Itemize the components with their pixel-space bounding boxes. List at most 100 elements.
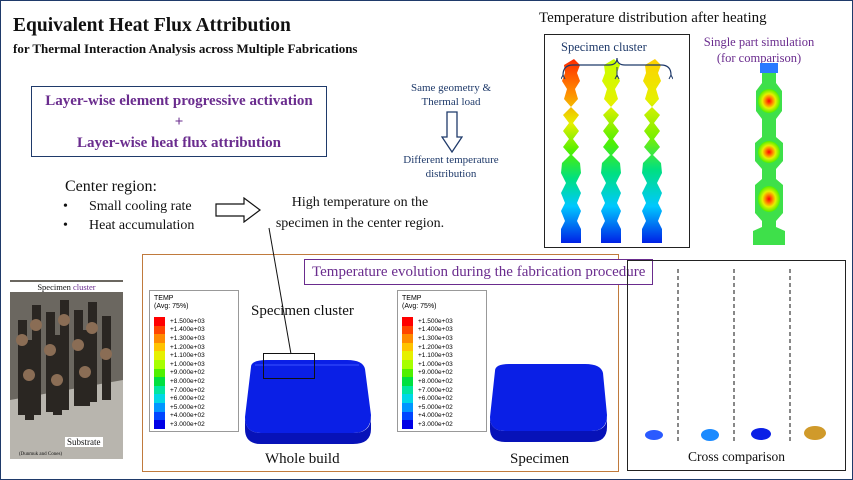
- cluster-brace-icon: [561, 57, 673, 80]
- single-part-line2: (for comparison): [716, 51, 802, 65]
- legend-swatch: [154, 342, 165, 352]
- same-geometry-line1: Same geometry &: [410, 82, 492, 94]
- photo-credit: (Dunmuk and Cones): [19, 452, 63, 457]
- substrate-label: Substrate: [65, 437, 103, 447]
- legend-entry: +3.000e+02: [154, 420, 205, 429]
- legend-swatch: [402, 342, 413, 352]
- legend-value: +9.000e+02: [170, 369, 205, 377]
- different-temperature-line2: distribution: [425, 168, 477, 180]
- legend-swatch: [402, 420, 413, 429]
- evolution-panel: [142, 254, 619, 472]
- legend-entry: +1.300e+03: [154, 334, 205, 343]
- legend-swatch: [402, 325, 413, 335]
- down-arrow-icon: [441, 111, 463, 153]
- legend-swatch: [154, 360, 165, 369]
- bullet-dot: •: [63, 199, 68, 214]
- legend-entry: +1.400e+03: [154, 325, 205, 335]
- legend-entry: +7.000e+02: [154, 385, 205, 395]
- legend-swatch: [402, 394, 413, 403]
- specimen-cluster-photo: [10, 280, 123, 459]
- legend-title-line1: TEMP: [154, 295, 174, 302]
- legend-entry: +1.500e+03: [402, 317, 453, 326]
- legend-entry: +5.000e+02: [402, 403, 453, 412]
- method-line-activation: Layer-wise element progressive activatio…: [45, 93, 313, 109]
- legend-value: +1.000e+03: [170, 360, 205, 368]
- legend-value: +1.400e+03: [418, 326, 453, 334]
- cross-comparison-image: [645, 269, 826, 441]
- legend-swatch: [402, 377, 413, 386]
- legend-value: +9.000e+02: [418, 369, 453, 377]
- method-box: Layer-wise element progressive activatio…: [31, 86, 327, 157]
- legend-entry: +4.000e+02: [154, 411, 205, 421]
- evolution-title: Temperature evolution during the fabrica…: [304, 259, 654, 285]
- bullet-dot: •: [63, 218, 68, 233]
- legend-entry: +7.000e+02: [402, 385, 453, 395]
- legend-entry: +3.000e+02: [402, 420, 453, 429]
- legend-entry: +1.100e+03: [154, 351, 205, 360]
- legend-title-line1: TEMP: [402, 295, 422, 302]
- temperature-distribution-title: Temperature distribution after heating: [539, 10, 767, 26]
- legend-swatch: [154, 368, 165, 378]
- temperature-legend-1: TEMP(Avg: 75%) +1.500e+03+1.400e+03+1.30…: [149, 290, 239, 432]
- legend-swatch: [402, 411, 413, 421]
- legend-swatch: [154, 403, 165, 412]
- legend-entry: +1.500e+03: [154, 317, 205, 326]
- legend-value: +8.000e+02: [418, 377, 453, 385]
- legend-entry: +6.000e+02: [402, 394, 453, 403]
- legend-swatch: [154, 420, 165, 429]
- bullet-text: Small cooling rate: [89, 199, 192, 214]
- bullet-text: Heat accumulation: [89, 218, 195, 233]
- legend-entry: +1.000e+03: [402, 360, 453, 369]
- legend-swatch: [154, 351, 165, 360]
- page-title: Equivalent Heat Flux Attribution: [13, 15, 291, 36]
- legend-value: +1.100e+03: [170, 352, 205, 360]
- legend-value: +7.000e+02: [170, 386, 205, 394]
- legend-entry: +8.000e+02: [154, 377, 205, 386]
- different-temperature-line1: Different temperature: [403, 154, 499, 166]
- same-geometry-line2: Thermal load: [421, 96, 481, 108]
- single-part-simulation-label: Single part simulation (for comparison): [694, 34, 824, 66]
- single-part-contour-image: [753, 63, 785, 245]
- cross-comparison-panel: [627, 260, 846, 471]
- legend-entry: +1.000e+03: [154, 360, 205, 369]
- high-temperature-line2: specimen in the center region.: [275, 216, 445, 231]
- legend-entry: +4.000e+02: [402, 411, 453, 421]
- legend-title-line2: (Avg: 75%): [154, 303, 189, 310]
- legend-swatch: [154, 317, 165, 326]
- center-region-heading: Center region:: [65, 178, 157, 195]
- legend-title-line2: (Avg: 75%): [402, 303, 437, 310]
- whole-build-label: Whole build: [265, 451, 340, 467]
- method-plus: +: [174, 114, 184, 130]
- legend-entry: +1.300e+03: [402, 334, 453, 343]
- specimen-cluster-photo-image: [10, 280, 123, 459]
- legend-value: +6.000e+02: [418, 395, 453, 403]
- legend-value: +5.000e+02: [418, 403, 453, 411]
- legend-entry: +5.000e+02: [154, 403, 205, 412]
- legend-value: +3.000e+02: [418, 420, 453, 428]
- legend-value: +1.400e+03: [170, 326, 205, 334]
- legend-value: +1.500e+03: [170, 317, 205, 325]
- high-temperature-note: High temperature on the specimen in the …: [259, 192, 461, 234]
- legend-entry: +1.100e+03: [402, 351, 453, 360]
- specimen-label: Specimen: [510, 451, 570, 467]
- legend-swatch: [154, 334, 165, 343]
- cross-comparison-label: Cross comparison: [687, 449, 786, 464]
- legend-value: +4.000e+02: [418, 412, 453, 420]
- single-part-line1: Single part simulation: [703, 35, 815, 49]
- evolution-cluster-label: Specimen cluster: [251, 303, 354, 319]
- legend-entry: +1.200e+03: [402, 342, 453, 352]
- legend-entry: +6.000e+02: [154, 394, 205, 403]
- legend-entry: +9.000e+02: [154, 368, 205, 378]
- legend-value: +1.200e+03: [170, 343, 205, 351]
- page-subtitle: for Thermal Interaction Analysis across …: [13, 41, 358, 56]
- legend-value: +5.000e+02: [170, 403, 205, 411]
- different-temperature-note: Different temperature distribution: [387, 153, 515, 181]
- temperature-legend-2: TEMP(Avg: 75%) +1.500e+03+1.400e+03+1.30…: [397, 290, 487, 432]
- photo-title-highlight: cluster: [72, 282, 96, 292]
- legend-swatch: [154, 394, 165, 403]
- legend-swatch: [402, 351, 413, 360]
- legend-title: TEMP(Avg: 75%): [154, 295, 189, 311]
- bullet-cooling-rate: • Small cooling rate: [63, 199, 192, 215]
- legend-swatch: [402, 385, 413, 395]
